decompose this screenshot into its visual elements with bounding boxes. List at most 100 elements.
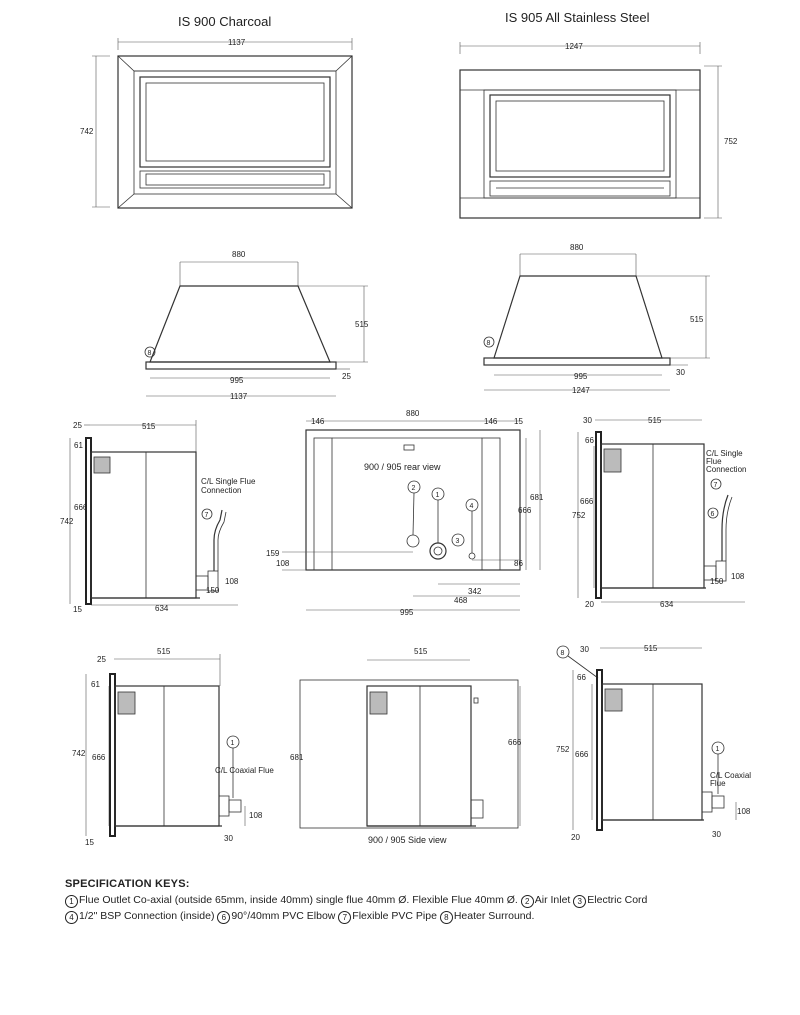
dim-scr-666: 666 [575,750,589,759]
key-7-ssl: 7 [205,512,209,519]
key-1-scl: 1 [231,740,235,747]
dim-scr-20: 20 [571,833,580,842]
dim-ssl-depth: 515 [142,422,156,431]
dim-front-width-left: 1137 [228,38,246,47]
dim-scl-61: 61 [91,680,100,689]
dim-top-1247-right: 1247 [572,386,590,395]
dim-rear-146-right: 146 [484,417,498,426]
dim-ssl-61: 61 [74,441,83,450]
spec-key-6-text: 90°/40mm PVC Elbow [231,910,336,922]
dim-scl-15: 15 [85,838,94,847]
spec-key-1-text: Flue Outlet Co-axial (outside 65mm, insi… [79,894,518,906]
spec-key-3-badge: 3 [573,895,587,908]
spec-key-8-badge: 8 [439,911,453,924]
dim-ssl-15: 15 [73,605,82,614]
key-8-top-left: 8 [148,350,152,357]
spec-key-6-badge: 6 [217,911,231,924]
dim-scr-66: 66 [577,673,586,682]
spec-title: SPECIFICATION KEYS: [65,878,190,890]
key-3-rear: 3 [456,538,460,545]
dim-top-depth-right: 515 [690,315,704,324]
dim-scr-752: 752 [556,745,570,754]
dim-rear-146-left: 146 [311,417,325,426]
key-2-rear: 2 [412,485,416,492]
dim-rear-159: 159 [266,549,280,558]
dim-scr-depth: 515 [644,644,658,653]
dim-top-995-right: 995 [574,372,588,381]
spec-key-7-badge: 7 [338,911,352,924]
dim-top-1137-left: 1137 [230,392,248,401]
dim-ssr-150: 150 [710,577,724,586]
spec-key-4-badge: 4 [65,911,78,924]
dim-scl-108: 108 [249,811,263,820]
side-view-center: 515 681 666 900 / 905 Side view [290,647,522,845]
dim-top-surround-right: 30 [676,368,685,377]
dim-rear-468: 468 [454,596,468,605]
dim-ssl-666: 666 [74,503,88,512]
key-6-ssr: 6 [711,511,715,518]
dim-rear-15: 15 [514,417,523,426]
key-8-top-right: 8 [487,340,491,347]
top-view-is905: 880 515 995 1247 30 8 [483,243,710,395]
dim-ssr-752: 752 [572,511,586,520]
dim-ssl-108: 108 [225,577,239,586]
dim-ssr-depth: 515 [648,416,662,425]
dim-front-height-left: 742 [80,127,94,136]
dim-scl-surround: 25 [97,655,106,664]
spec-key-4-text: 1/2" BSP Connection (inside) [79,910,215,922]
rear-view: 880 146 146 15 900 / 905 rear view 681 6… [266,409,544,617]
dim-sv-depth: 515 [414,647,428,656]
title-is905: IS 905 All Stainless Steel [505,10,650,25]
dim-ssl-150: 150 [206,586,220,595]
dim-sv-681: 681 [290,753,304,762]
dim-ssl-634: 634 [155,604,169,613]
front-view-is900: 1137 742 [80,38,353,209]
dim-ssr-surround: 30 [583,416,592,425]
rear-view-label: 900 / 905 rear view [364,462,441,472]
spec-key-2-text: Air Inlet [534,894,571,906]
dim-ssr-20: 20 [585,600,594,609]
dim-rear-880: 880 [406,409,420,418]
dim-ssl-surround: 25 [73,421,82,430]
scl-connection-label: C/L Coaxial Flue [215,766,274,775]
dim-rear-681: 681 [530,493,544,502]
key-8-scr: 8 [561,650,565,657]
dim-scr-surround: 30 [580,645,589,654]
dim-scr-108: 108 [737,807,751,816]
dim-scl-depth: 515 [157,647,171,656]
key-4-rear: 4 [470,503,474,510]
spec-key-1-badge: 1 [65,895,78,908]
dim-rear-86: 86 [514,559,523,568]
dim-sv-666: 666 [508,738,522,747]
key-7-ssr: 7 [714,482,718,489]
key-1-rear: 1 [436,492,440,499]
dim-rear-342: 342 [468,587,482,596]
dim-scl-666: 666 [92,753,106,762]
dim-ssr-666: 666 [580,497,594,506]
dim-top-surround-left: 25 [342,372,351,381]
dim-top-880-right: 880 [570,243,584,252]
dim-top-depth-left: 515 [355,320,369,329]
dim-ssr-108: 108 [731,572,745,581]
top-view-is900: 880 515 995 1137 25 8 [144,250,369,401]
dim-scl-742: 742 [72,749,86,758]
front-view-is905: 1247 752 [459,42,738,219]
dim-rear-108: 108 [276,559,290,568]
spec-key-8-text: Heater Surround. [453,910,535,922]
dim-top-880-left: 880 [232,250,246,259]
dim-ssr-634: 634 [660,600,674,609]
side-view-label: 900 / 905 Side view [368,835,447,845]
dim-front-height-right: 752 [724,137,738,146]
side-coaxial-flue-is900: 25 515 61 742 666 15 1 C/L Coaxial Flue … [72,647,274,847]
key-1-scr: 1 [716,746,720,753]
spec-key-3-text: Electric Cord [587,894,648,906]
dim-scr-30: 30 [712,830,721,839]
dim-rear-995: 995 [400,608,414,617]
dim-top-995-left: 995 [230,376,244,385]
